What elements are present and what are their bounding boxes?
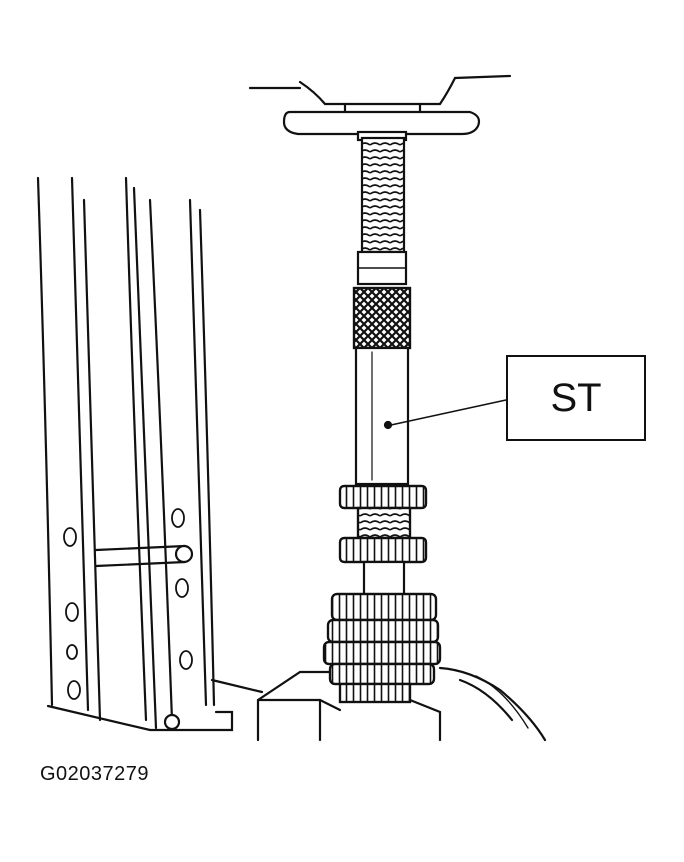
threaded-screw bbox=[360, 136, 406, 254]
base-nut-3 bbox=[322, 640, 442, 666]
middle-thread bbox=[356, 506, 412, 540]
support-block bbox=[256, 666, 547, 742]
vehicle-body-outline bbox=[248, 74, 512, 114]
frame-pin bbox=[163, 713, 181, 731]
callout-point bbox=[383, 420, 393, 430]
frame-rails bbox=[36, 176, 264, 732]
upper-nut bbox=[338, 484, 428, 510]
callout-leader bbox=[390, 399, 507, 426]
frame-holes bbox=[63, 508, 193, 700]
tool-body-tube bbox=[354, 346, 410, 486]
lower-shaft bbox=[362, 560, 406, 598]
base-nut-1 bbox=[330, 592, 438, 622]
middle-nut bbox=[338, 536, 428, 564]
st-callout-box: ST bbox=[506, 355, 646, 441]
st-callout-label: ST bbox=[550, 375, 602, 420]
knurled-grip bbox=[352, 286, 412, 350]
figure-id: G02037279 bbox=[40, 763, 150, 785]
base-nut-4 bbox=[328, 662, 436, 686]
base-foot bbox=[338, 682, 412, 704]
base-nut-2 bbox=[326, 618, 440, 644]
saddle-plate bbox=[282, 110, 481, 136]
